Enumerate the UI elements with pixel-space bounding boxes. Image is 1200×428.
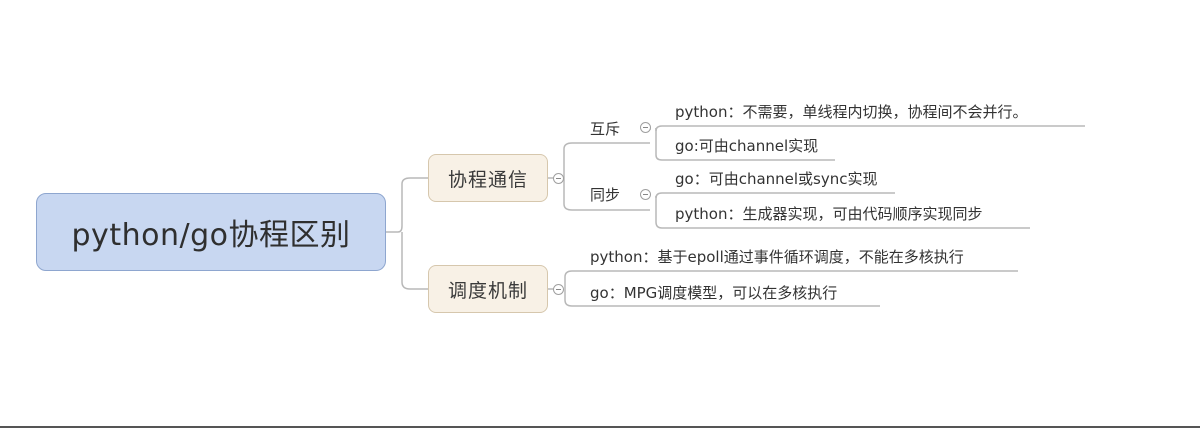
link-comm-mutex: [563, 142, 650, 178]
leaf-topic[interactable]: go：MPG调度模型，可以在多核执行: [590, 284, 838, 302]
collapse-toggle-icon[interactable]: [553, 173, 564, 184]
subtopic-mutex[interactable]: 互斥: [590, 120, 621, 138]
link-root-sched: [401, 232, 428, 290]
link-mutex-leaf2: [655, 128, 835, 161]
collapse-toggle-icon[interactable]: [640, 189, 651, 200]
branch-label: 协程通信: [447, 168, 528, 191]
link-sync-leaf1: [655, 192, 895, 199]
leaf-topic[interactable]: go：可由channel或sync实现: [675, 170, 878, 188]
leaf-topic[interactable]: python：不需要，单线程内切换，协程间不会并行。: [675, 103, 1028, 121]
bottom-divider: [0, 426, 1200, 428]
collapse-toggle-icon[interactable]: [553, 284, 564, 295]
leaf-topic[interactable]: python：生成器实现，可由代码顺序实现同步: [675, 205, 983, 223]
leaf-topic[interactable]: go:可由channel实现: [675, 137, 819, 155]
link-sched-leaf1: [564, 270, 1018, 289]
link-root-comm: [386, 177, 428, 233]
branch-node-communication[interactable]: 协程通信: [428, 154, 548, 202]
link-comm-sync: [563, 178, 650, 211]
leaf-topic[interactable]: python：基于epoll通过事件循环调度，不能在多核执行: [590, 248, 964, 266]
root-node[interactable]: python/go协程区别: [36, 193, 386, 271]
link-mutex-leaf1: [655, 125, 1085, 132]
link-sched-leaf2: [564, 289, 880, 307]
link-sync-leaf2: [655, 196, 1030, 229]
collapse-toggle-icon[interactable]: [640, 122, 651, 133]
subtopic-sync[interactable]: 同步: [590, 186, 621, 204]
branch-label: 调度机制: [447, 279, 528, 302]
branch-node-scheduling[interactable]: 调度机制: [428, 265, 548, 313]
root-label: python/go协程区别: [71, 218, 351, 253]
